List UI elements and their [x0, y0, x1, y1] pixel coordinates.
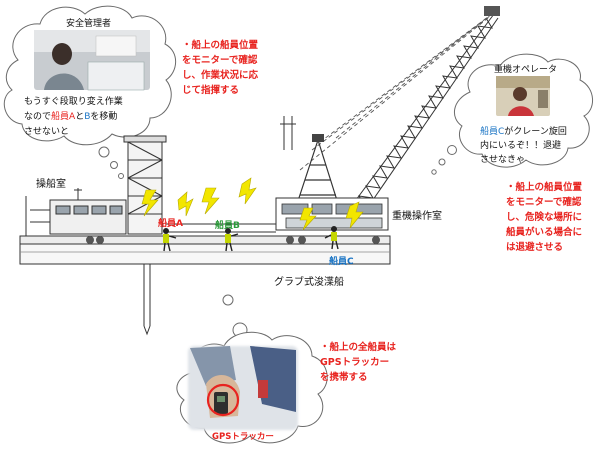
crane-cabin-label: 重機操作室 [392, 211, 442, 222]
gps-highlight-circle [206, 383, 240, 417]
safety-manager-photo [34, 30, 150, 91]
lightning-icon [177, 191, 194, 217]
lightning-icon [201, 187, 220, 215]
gps-connector-bubbles [210, 251, 248, 338]
gps-device-icon [214, 392, 228, 414]
gps-tracker-photo [188, 346, 298, 430]
crane-boom [349, 13, 499, 211]
vessel-superstructure [25, 135, 276, 336]
gps-note: ・船上の全船員は GPSトラッカー を携帯する [320, 342, 397, 383]
operator-line2: 内にいるぞ！！退避 [480, 141, 562, 151]
lightning-icon [299, 207, 317, 231]
operator-monitor-note: ・船上の船員位置 をモニターで確認 し、危険な場所に 船員がいる場合に は退避さ… [506, 182, 583, 253]
crew-figure-c [324, 226, 339, 250]
safety-manager-line3: させないと [24, 127, 70, 137]
manager-monitor-note: ・船上の船員位置 をモニターで確認 し、作業状況に応 じて指揮する [182, 40, 259, 96]
ship-name-label: グラブ式浚渫船 [274, 277, 344, 288]
crew-figure-a [163, 228, 177, 252]
crew-figure-b [225, 228, 239, 252]
crew-b-ref: B [84, 112, 91, 122]
safety-manager-title: 安全管理者 [66, 19, 112, 29]
crane-cables [299, 11, 495, 171]
lightning-icon [345, 201, 364, 229]
crew-c-label: 船員C [329, 257, 354, 267]
signal-lightning-icons [141, 177, 364, 231]
crew-c-ref: 船員C [480, 127, 505, 137]
crew-a-label: 船員A [158, 219, 183, 229]
operator-line3: させなきゃ [480, 155, 526, 165]
lightning-icon [141, 189, 159, 217]
a-frame-head [312, 134, 324, 142]
control-room-label: 操船室 [36, 179, 66, 190]
gps-tracker-label: GPSトラッカー [212, 432, 274, 442]
hull [19, 235, 391, 265]
crew-b-label: 船員B [215, 221, 240, 231]
operator-line1: 船員Cがクレーン旋回 [480, 127, 567, 137]
operator-title: 重機オペレータ [494, 65, 558, 75]
safety-manager-line1: もうすぐ段取り変え作業 [24, 97, 123, 107]
operator-photo [496, 76, 550, 116]
crew-a-ref: 船員A [51, 112, 76, 122]
safety-manager-line2: なので船員AとBを移動 [24, 112, 118, 122]
boom-tip [484, 6, 500, 16]
lightning-icon [238, 177, 257, 205]
